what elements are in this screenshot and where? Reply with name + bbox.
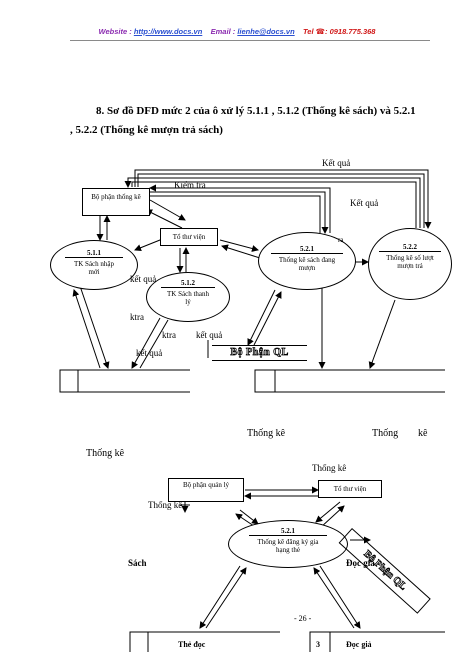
page-number: - 26 - (294, 614, 312, 623)
label-ket-qua-right: Kết quả (350, 198, 379, 208)
entity-bo-phan-quan-ly: Bộ phận quản lý (168, 478, 244, 502)
process-5-1-1: 5.1.1 TK Sách nhập mới (50, 240, 138, 290)
site-header: Website : http://www.docs.vn Email : lie… (0, 27, 474, 36)
entity-bo-phan-thong-ke: Bộ phận thống kê (82, 188, 150, 216)
label-ket-qua-top: Kết quả (322, 158, 351, 168)
label-ktra-2: ktra (162, 330, 176, 340)
text-thong-ke-3: Thống kê (86, 448, 125, 459)
entity-to-thu-vien-2: Tổ thư viện (318, 480, 382, 498)
tel-label: Tel ☎: (303, 27, 328, 36)
label-thong-ke-left: Thống kê (148, 500, 183, 510)
phone-number: 0918.775.368 (329, 27, 376, 36)
text-thong-ke-2: Thống (372, 428, 399, 439)
process-5-2-2-label: Thống kê số lượt mượn trả (386, 254, 434, 270)
process-5-2-1: 5.2.1 Thống kê sách đang mượn (258, 232, 356, 290)
label-ra: ra (338, 236, 344, 244)
website-label: Website : (98, 27, 132, 36)
store-doc-gia: Đọc giả (346, 640, 372, 649)
label-thong-ke-top: Thống kê (312, 463, 347, 473)
process-5-2-1-label: Thống kê sách đang mượn (278, 256, 336, 272)
external-bo-phan-ql: Bộ Phận QL (212, 345, 307, 361)
process-5-1-2-number: 5.1.2 (161, 279, 215, 288)
label-ktra-1: ktra (130, 312, 144, 322)
process-2-5-2-1-number: 5.2.1 (249, 527, 327, 536)
email-label: Email : (210, 27, 236, 36)
header-rule (70, 40, 430, 41)
section-heading-line2: , 5.2.2 (Thống kê mượn trả sách) (70, 124, 223, 136)
email-link[interactable]: lienhe@docs.vn (237, 27, 295, 36)
text-thong-ke-1: Thống kê (247, 428, 286, 439)
store-number-3: 3 (316, 640, 320, 649)
label-kiem-tra: Kiểm tra (174, 180, 206, 190)
process-5-1-1-label: TK Sách nhập mới (73, 260, 115, 276)
bo-phan-ql-label: Bộ Phận QL (230, 347, 289, 359)
process-2-5-2-1: 5.2.1 Thống kê đăng ký gia hạng thẻ (228, 520, 348, 568)
process-2-5-2-1-label: Thống kê đăng ký gia hạng thẻ (257, 538, 319, 554)
section-heading-line1: 8. Sơ đồ DFD mức 2 của ô xử lý 5.1.1 , 5… (96, 105, 416, 117)
process-5-1-2-label: TK Sách thanh lý (167, 290, 209, 306)
website-link[interactable]: http://www.docs.vn (133, 27, 203, 36)
label-ket-qua-low: kết quả (136, 348, 163, 358)
process-5-2-2-number: 5.2.2 (379, 243, 441, 252)
label-sach: Sách (128, 558, 147, 568)
label-ket-qua-left: kết quả (130, 274, 157, 284)
entity-to-thu-vien: Tổ thư viện (160, 228, 218, 246)
label-ket-qua-mid: kết quả (196, 330, 223, 340)
process-5-1-2: 5.1.2 TK Sách thanh lý (146, 272, 230, 322)
label-doc-gia: Đọc giả (346, 558, 375, 568)
text-thong-ke-2b: kê (418, 428, 428, 439)
store-the-doc: Thẻ đọc (178, 640, 206, 649)
process-5-2-2: 5.2.2 Thống kê số lượt mượn trả (368, 228, 452, 300)
process-5-1-1-number: 5.1.1 (65, 249, 123, 258)
process-5-2-1-number: 5.2.1 (271, 245, 343, 254)
